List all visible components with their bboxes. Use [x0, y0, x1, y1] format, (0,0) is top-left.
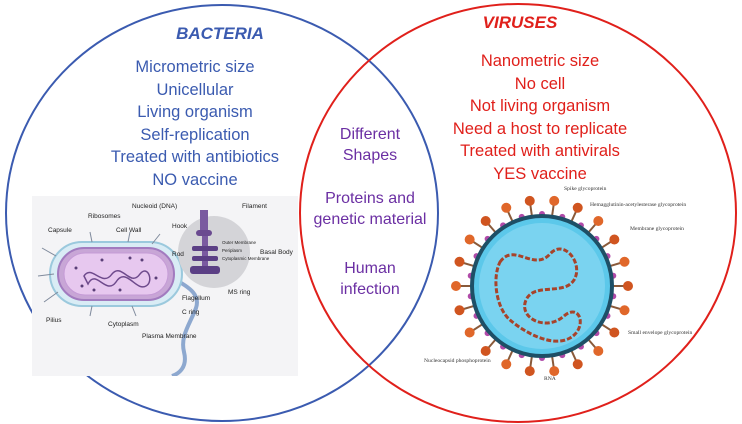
virus-trait: Treated with antivirals — [460, 142, 620, 160]
label-periplasm: Periplasm — [222, 248, 242, 253]
label-flagellum: Flagellum — [182, 295, 210, 302]
spike-head — [524, 195, 535, 206]
spike-head — [501, 359, 512, 370]
label-pilius: Pilius — [46, 317, 62, 324]
spike-head — [454, 305, 465, 316]
shared-line: Human — [344, 260, 396, 277]
bacteria-trait: NO vaccine — [152, 170, 238, 189]
spike-head — [619, 305, 630, 316]
shared-line: infection — [340, 281, 400, 298]
nucleoid-shape — [83, 270, 151, 288]
label-spike: Spike glycoprotein — [564, 186, 607, 192]
rna-strand — [494, 247, 582, 343]
spike-head — [524, 366, 535, 377]
bacteria-circle — [5, 4, 439, 422]
label-outer-membrane: Outer Membrane — [222, 240, 257, 245]
virus-illustration: Spike glycoprotein Hemagglutinin-acetyle… — [424, 186, 693, 382]
label-basal-body: Basal Body — [260, 249, 294, 256]
label-plasma-membrane: Plasma Membrane — [142, 333, 197, 340]
virus-trait: No cell — [514, 74, 566, 93]
label-ribosomes: Ribosomes — [88, 213, 121, 220]
spike-head — [593, 216, 604, 227]
spike-head — [451, 281, 461, 291]
bacteria-trait: Treated with antibiotics — [110, 148, 280, 166]
viruses-title: VIRUSES — [482, 13, 558, 32]
spike-head — [609, 327, 620, 338]
virus-trait: Need a host to replicate — [452, 119, 628, 138]
bacteria-trait: Living organism — [137, 103, 253, 121]
label-cytoplasmic-membrane: Cytoplasmic Membrane — [222, 256, 270, 261]
spike-head — [572, 359, 583, 370]
spike-head — [480, 216, 491, 227]
bacteria-trait: Unicellular — [156, 80, 234, 99]
viruses-circle — [299, 3, 737, 423]
spike-head — [464, 234, 475, 245]
label-cytoplasm: Cytoplasm — [108, 321, 139, 328]
label-hemagglutinin: Hemagglutinin-acetylesterase glycoprotei… — [590, 202, 686, 208]
label-filament: Filament — [242, 203, 267, 210]
virus-trait: YES vaccine — [493, 164, 587, 183]
label-c-ring: C ring — [182, 309, 200, 316]
bacteria-trait: Self-replication — [140, 125, 250, 144]
bacteria-trait: Micrometric size — [135, 58, 255, 76]
label-ms-ring: MS ring — [228, 289, 251, 296]
shared-infection: Human infection — [310, 258, 430, 300]
spike-head — [464, 327, 475, 338]
label-hook: Hook — [172, 223, 188, 230]
spike-head — [549, 366, 560, 377]
bacteria-traits: Micrometric size Unicellular Living orga… — [90, 56, 300, 191]
label-nucleoid: Nucleoid (DNA) — [132, 203, 177, 210]
shared-line: Shapes — [342, 147, 398, 164]
bacteria-title: BACTERIA — [176, 24, 264, 43]
spike-head — [480, 345, 491, 356]
virus-trait: Nanometric size — [480, 52, 600, 70]
shared-line: Proteins and — [325, 190, 415, 207]
flagellum-shape — [171, 276, 199, 376]
spike-head — [623, 281, 633, 291]
label-small-envelope: Small envelope glycoprotein — [628, 330, 693, 336]
spike-head — [549, 195, 560, 206]
label-membrane: Membrane glycoprotein — [630, 226, 684, 232]
virus-trait: Not living organism — [469, 97, 611, 115]
spike-head — [501, 202, 512, 213]
shared-line: Different — [339, 126, 401, 143]
shared-shapes: Different Shapes — [310, 124, 430, 166]
shared-line: genetic material — [313, 211, 427, 228]
spike-head — [593, 345, 604, 356]
label-cell-wall: Cell Wall — [116, 227, 142, 234]
label-nucleocapsid: Nucleocapsid phosphoprotein — [424, 358, 491, 364]
shared-proteins: Proteins and genetic material — [300, 188, 440, 230]
spike-head — [572, 202, 583, 213]
label-rod: Rod — [172, 251, 184, 258]
spike-head — [609, 234, 620, 245]
spike-head — [619, 256, 630, 267]
viruses-traits: Nanometric size No cell Not living organ… — [430, 50, 650, 185]
label-rna: RNA — [544, 376, 556, 382]
bacteria-illustration: Capsule Ribosomes Cell Wall Nucleoid (DN… — [32, 196, 298, 376]
label-capsule: Capsule — [48, 227, 72, 234]
spike-head — [454, 256, 465, 267]
